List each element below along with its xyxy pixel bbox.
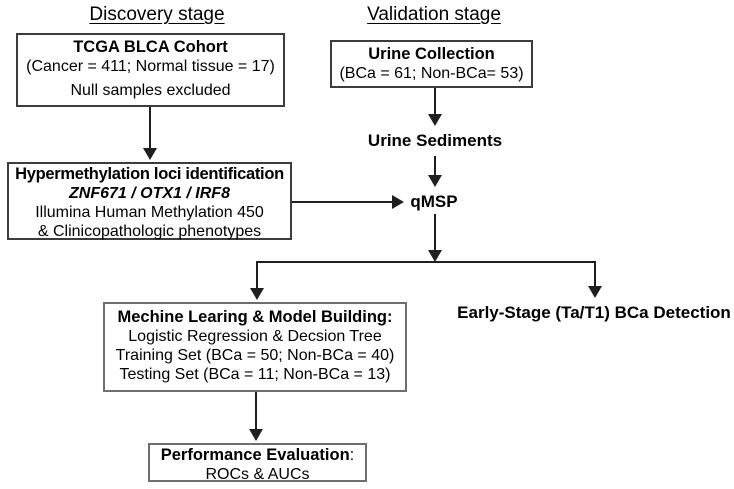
hypermethylation-title: Hypermethylation loci identification (15, 165, 284, 183)
urine-collection-box: Urine Collection (BCa = 61; Non-BCa= 53) (330, 40, 533, 88)
performance-evaluation-box: Performance Evaluation: ROCs & AUCs (148, 443, 367, 483)
hypermethylation-line3: Illumina Human Methylation 450 (35, 204, 264, 221)
arrowhead-down-icon (588, 286, 602, 298)
performance-line2: ROCs & AUCs (205, 466, 310, 483)
arrowhead-down-icon (250, 288, 264, 300)
connector-qmsp-to-junction (434, 214, 436, 252)
tcga-box-title: TCGA BLCA Cohort (73, 38, 228, 56)
arrowhead-down-icon (249, 429, 263, 441)
performance-title: Performance Evaluation: (150, 446, 365, 465)
connector-ml-to-performance (255, 392, 257, 431)
connector-tcga-to-hypermethylation (149, 107, 151, 150)
branch-horizontal-line (256, 261, 596, 263)
machine-learning-title: Mechine Learing & Model Building: (117, 308, 393, 326)
machine-learning-line3: Training Set (BCa = 50; Non-BCa = 40) (115, 347, 395, 364)
urine-sediments-label: Urine Sediments (367, 131, 503, 150)
arrowhead-down-icon (143, 148, 157, 160)
arrowhead-down-icon (428, 175, 442, 187)
performance-title-colon: : (349, 446, 355, 464)
qmsp-label: qMSP (410, 192, 458, 211)
urine-collection-title: Urine Collection (368, 45, 495, 63)
arrowhead-down-icon (428, 250, 442, 262)
connector-urinecollection-to-sediments (434, 88, 436, 116)
hypermethylation-line4: & Clinicopathologic phenotypes (37, 223, 262, 240)
connector-sediments-to-qmsp (434, 156, 436, 177)
connector-branch-left (256, 261, 258, 290)
validation-stage-header: Validation stage (367, 4, 501, 25)
early-stage-detection-label: Early-Stage (Ta/T1) BCa Detection (457, 303, 731, 322)
machine-learning-box: Mechine Learing & Model Building: Logist… (103, 302, 407, 392)
hypermethylation-box: Hypermethylation loci identification ZNF… (7, 162, 292, 240)
machine-learning-line4: Testing Set (BCa = 11; Non-BCa = 13) (119, 366, 391, 383)
urine-collection-line2: (BCa = 61; Non-BCa= 53) (339, 65, 524, 82)
arrowhead-down-icon (428, 114, 442, 126)
connector-hypermethylation-to-qmsp (292, 201, 392, 203)
connector-branch-right (594, 261, 596, 288)
discovery-stage-header: Discovery stage (89, 4, 225, 25)
arrowhead-right-icon (392, 195, 404, 209)
tcga-box-line3: Null samples excluded (70, 82, 231, 99)
tcga-box-line2: (Cancer = 411; Normal tissue = 17) (26, 58, 275, 75)
hypermethylation-genes: ZNF671 / OTX1 / IRF8 (69, 185, 230, 202)
machine-learning-line2: Logistic Regression & Decsion Tree (128, 328, 382, 345)
performance-title-text: Performance Evaluation (160, 446, 350, 464)
tcga-blca-cohort-box: TCGA BLCA Cohort (Cancer = 411; Normal t… (16, 33, 285, 107)
